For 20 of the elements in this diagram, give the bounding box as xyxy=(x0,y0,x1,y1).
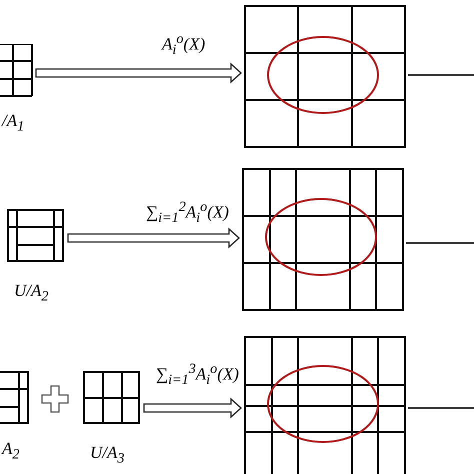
connector-line xyxy=(408,407,474,409)
partition-grid-drawing xyxy=(244,5,407,149)
partition-grid-drawing xyxy=(7,209,65,263)
partition-grid-drawing xyxy=(244,336,407,474)
partition-grid-drawing xyxy=(242,168,405,312)
set-label: U/A$_{3}$ xyxy=(90,444,124,466)
formula-label: ∑$_{i=1}$$^{3}$A$_{i}$$^{o}$(X) xyxy=(156,362,239,388)
hollow-arrow xyxy=(35,62,242,84)
hollow-arrow xyxy=(143,398,242,418)
partition-grid-drawing xyxy=(83,371,141,425)
set-label: U/A$_{2}$ xyxy=(14,282,48,304)
connector-line xyxy=(406,242,474,244)
partition-grid-drawing xyxy=(0,44,33,97)
connector-line xyxy=(408,74,474,76)
formula-label: A$_{i}$$^{o}$(X) xyxy=(162,32,206,58)
set-label: /A$_{1}$ xyxy=(2,112,24,134)
partition-grid-drawing xyxy=(0,371,29,425)
set-label: A$_{2}$ xyxy=(2,440,20,462)
formula-label: ∑$_{i=1}$$^{2}$A$_{i}$$^{o}$(X) xyxy=(146,200,229,226)
hollow-arrow xyxy=(67,228,240,248)
